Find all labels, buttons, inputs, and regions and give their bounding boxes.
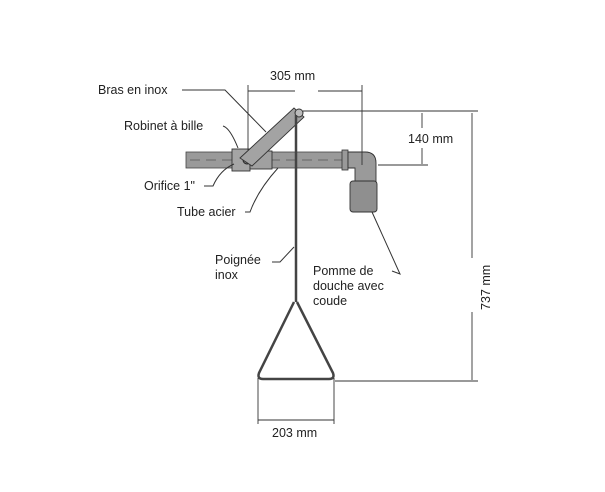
- label-tube: Tube acier: [177, 205, 236, 219]
- label-orifice: Orifice 1": [144, 179, 195, 193]
- leader-handle: [272, 246, 295, 263]
- dim-305-label: 305 mm: [270, 69, 315, 83]
- label-handle-2: inox: [215, 268, 239, 282]
- label-head-2: douche avec: [313, 279, 384, 293]
- dim-203-label: 203 mm: [272, 426, 317, 440]
- dim-140: 140 mm: [408, 113, 453, 164]
- stainless-arm: [239, 107, 305, 167]
- label-valve: Robinet à bille: [124, 119, 203, 133]
- pull-handle: [257, 115, 335, 381]
- dim-737: 737 mm: [471, 113, 493, 380]
- leader-arm: [182, 89, 267, 133]
- dim-203: 203 mm: [257, 378, 335, 440]
- leader-valve: [222, 125, 239, 149]
- label-handle-1: Poignée: [215, 253, 261, 267]
- label-head-3: coude: [313, 294, 347, 308]
- leader-tube: [245, 167, 279, 213]
- dim-305: 305 mm: [247, 69, 363, 165]
- dim-140-label: 140 mm: [408, 132, 453, 146]
- leader-head: [371, 211, 401, 275]
- dim-737-label: 737 mm: [479, 265, 493, 310]
- label-arm: Bras en inox: [98, 83, 168, 97]
- leader-orifice: [204, 163, 235, 187]
- shower-head-elbow: [341, 149, 378, 213]
- label-head-1: Pomme de: [313, 264, 373, 278]
